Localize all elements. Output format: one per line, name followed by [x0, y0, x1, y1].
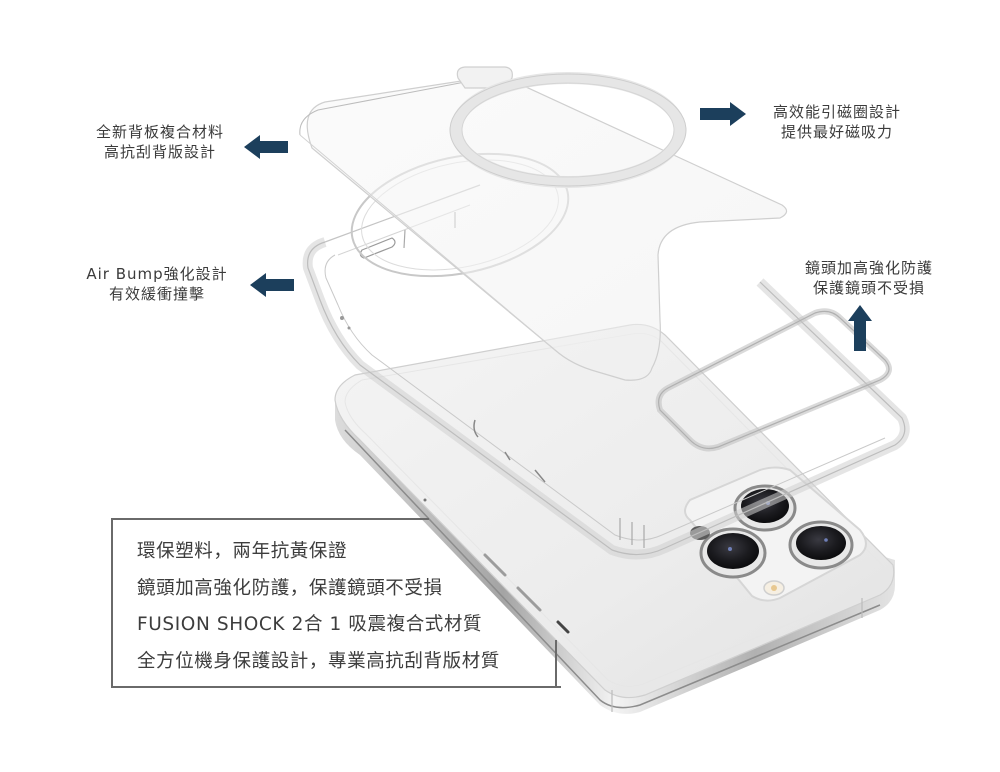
feature-list: 環保塑料，兩年抗黃保證 鏡頭加高強化防護，保護鏡頭不受損 FUSION SHOC…	[137, 534, 500, 680]
callout-magnetic-ring-line2: 提供最好磁吸力	[780, 123, 893, 141]
feature-box-right-border	[555, 640, 557, 688]
callout-magnetic-ring: 高效能引磁圈設計 提供最好磁吸力	[752, 102, 922, 142]
feature-list-box	[111, 518, 561, 688]
magnetic-ring	[449, 72, 687, 188]
arrow-up-icon	[848, 305, 872, 351]
callout-back-panel-line2: 高抗刮背版設計	[103, 143, 216, 161]
callout-back-panel: 全新背板複合材料 高抗刮背版設計	[60, 122, 260, 162]
flash	[763, 580, 785, 596]
feature-item: 鏡頭加高強化防護，保護鏡頭不受損	[137, 577, 443, 599]
callout-lens-protection: 鏡頭加高強化防護 保護鏡頭不受損	[786, 258, 952, 298]
feature-box-top-border	[111, 518, 429, 520]
callout-lens-protection-line2: 保護鏡頭不受損	[812, 279, 925, 297]
feature-item: 全方位機身保護設計，專業高抗刮背版材質	[137, 650, 500, 672]
arrow-right-icon	[700, 102, 746, 126]
callout-air-bump-line2: 有效緩衝撞擊	[108, 285, 205, 303]
camera-lens-right	[788, 520, 854, 570]
callout-lens-protection-line1: 鏡頭加高強化防護	[804, 259, 933, 277]
arrow-left-icon	[244, 135, 288, 159]
callout-magnetic-ring-line1: 高效能引磁圈設計	[772, 103, 901, 121]
clear-back-panel	[299, 66, 788, 381]
callout-back-panel-line1: 全新背板複合材料	[95, 123, 224, 141]
callout-air-bump: Air Bump強化設計 有效緩衝撞擊	[68, 264, 246, 304]
feature-item: FUSION SHOCK 2合 1 吸震複合式材質	[137, 614, 483, 635]
arrow-left-icon	[250, 273, 294, 297]
camera-lens-left	[699, 527, 767, 579]
callout-air-bump-line1: Air Bump強化設計	[86, 265, 228, 283]
feature-item: 環保塑料，兩年抗黃保證	[137, 541, 348, 562]
